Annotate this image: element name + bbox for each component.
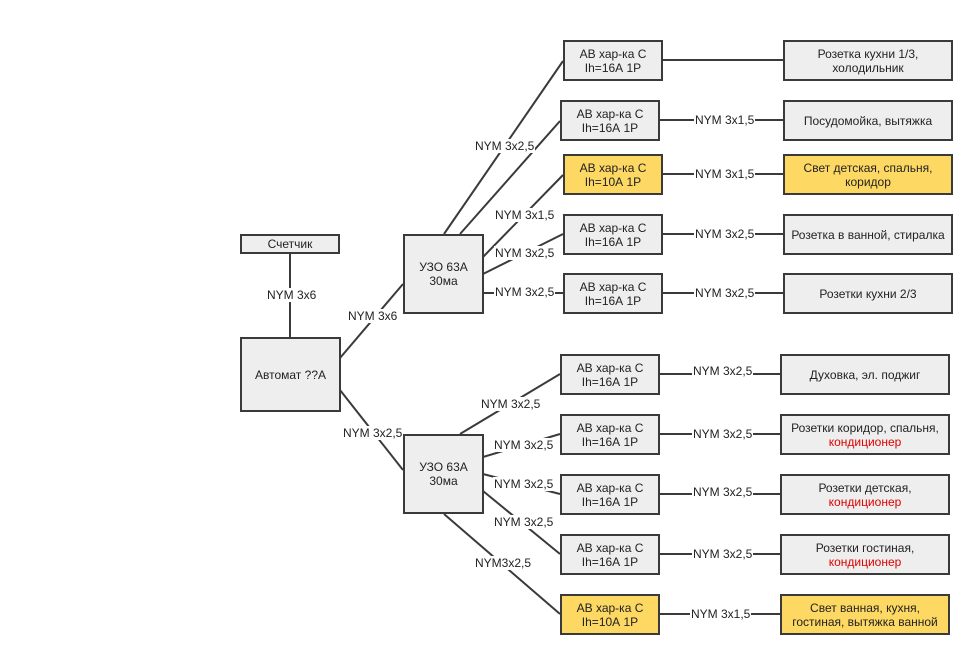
cable-label-bot-b4: NYM 3x2,5 — [493, 515, 555, 529]
breaker-bottom-3: АВ хар-ка С Ih=16А 1Р — [560, 474, 660, 515]
load-label: Розетки кухни 2/3 — [819, 286, 917, 301]
main-breaker-box: Автомат ??А — [240, 337, 341, 412]
load-label: Свет ванная, кухня, гостиная, вытяжка ва… — [792, 600, 938, 629]
cable-label-top-b3: NYM 3x1,5 — [494, 208, 556, 222]
load-label: Розетки гостиная, — [815, 540, 915, 555]
cable-label-main-rcd-top: NYM 3x6 — [347, 309, 399, 323]
breaker-label: АВ хар-ка С Ih=16А 1Р — [576, 540, 644, 569]
load-label: Розетки детская, — [818, 480, 912, 495]
load-label: Посудомойка, вытяжка — [803, 113, 933, 128]
cable-label-meter-main: NYM 3x6 — [266, 288, 318, 302]
breaker-label: АВ хар-ка С Ih=10А 1Р — [579, 160, 647, 189]
breaker-bottom-1: АВ хар-ка С Ih=16А 1Р — [560, 354, 660, 395]
load-bottom-4: Розетки гостиная,кондиционер — [780, 534, 950, 575]
cable-label: NYM 3x2,5 — [692, 485, 754, 499]
breaker-label: АВ хар-ка С Ih=16А 1Р — [576, 420, 644, 449]
load-label: Свет детская, спальня, коридор — [803, 160, 933, 189]
cable-label-bot-b3: NYM 3x2,5 — [493, 477, 555, 491]
cable-label: NYM 3x1,5 — [694, 167, 756, 181]
cable-label-bot-b1: NYM 3x2,5 — [480, 397, 542, 411]
breaker-bottom-2: АВ хар-ка С Ih=16А 1Р — [560, 414, 660, 455]
cable-label: NYM 3x1,5 — [694, 113, 756, 127]
load-label-red: кондиционер — [828, 494, 902, 509]
meter-label: Счетчик — [267, 237, 313, 251]
cable-label: NYM 3x2,5 — [692, 364, 754, 378]
cable-label: NYM 3x2,5 — [692, 547, 754, 561]
breaker-label: АВ хар-ка С Ih=16А 1Р — [576, 480, 644, 509]
breaker-label: АВ хар-ка С Ih=16А 1Р — [576, 360, 644, 389]
cable-label: NYM 3x2,5 — [694, 286, 756, 300]
cable-label-bot-b2: NYM 3x2,5 — [493, 438, 555, 452]
rcd-top-label: УЗО 63А 30ма — [419, 260, 468, 288]
breaker-top-4: АВ хар-ка С Ih=16А 1Р — [563, 214, 663, 255]
load-top-5: Розетки кухни 2/3 — [783, 273, 953, 314]
rcd-top-box: УЗО 63А 30ма — [403, 234, 484, 314]
load-bottom-2: Розетки коридор, спальня,кондиционер — [780, 414, 950, 455]
load-bottom-3: Розетки детская,кондиционер — [780, 474, 950, 515]
breaker-top-3: АВ хар-ка С Ih=10А 1Р — [563, 154, 663, 195]
load-bottom-1: Духовка, эл. поджиг — [780, 354, 950, 395]
cable-label-top-b5: NYM 3x2,5 — [494, 285, 556, 299]
rcd-bottom-label: УЗО 63А 30ма — [419, 460, 468, 488]
cable-label: NYM 3x2,5 — [694, 227, 756, 241]
breaker-label: АВ хар-ка С Ih=16А 1Р — [579, 220, 647, 249]
load-top-4: Розетка в ванной, стиралка — [783, 214, 953, 255]
load-label-red: кондиционер — [828, 554, 902, 569]
rcd-bottom-box: УЗО 63А 30ма — [403, 434, 484, 514]
breaker-label: АВ хар-ка С Ih=16А 1Р — [579, 46, 647, 75]
load-label: Розетка кухни 1/3, холодильник — [817, 46, 919, 75]
load-bottom-5: Свет ванная, кухня, гостиная, вытяжка ва… — [780, 594, 950, 635]
load-top-1: Розетка кухни 1/3, холодильник — [783, 40, 953, 81]
load-top-2: Посудомойка, вытяжка — [783, 100, 953, 141]
breaker-top-5: АВ хар-ка С Ih=16А 1Р — [563, 273, 663, 314]
cable-label: NYM 3x2,5 — [692, 427, 754, 441]
meter-box: Счетчик — [240, 234, 340, 254]
cable-label: NYM 3x1,5 — [690, 607, 752, 621]
breaker-bottom-4: АВ хар-ка С Ih=16А 1Р — [560, 534, 660, 575]
breaker-label: АВ хар-ка С Ih=10А 1Р — [576, 600, 644, 629]
load-label: Розетки коридор, спальня, — [791, 420, 939, 435]
cable-label-bot-b5: NYM3x2,5 — [474, 556, 533, 570]
cable-label-main-rcd-bottom: NYM 3x2,5 — [342, 426, 404, 440]
cable-label-top-b1b2: NYM 3x2,5 — [474, 139, 536, 153]
load-label: Духовка, эл. поджиг — [809, 367, 921, 382]
main-breaker-label: Автомат ??А — [255, 367, 326, 382]
breaker-top-1: АВ хар-ка С Ih=16А 1Р — [563, 40, 663, 81]
cable-label-top-b4: NYM 3x2,5 — [494, 246, 556, 260]
breaker-label: АВ хар-ка С Ih=16А 1Р — [576, 106, 644, 135]
breaker-label: АВ хар-ка С Ih=16А 1Р — [579, 279, 647, 308]
breaker-top-2: АВ хар-ка С Ih=16А 1Р — [560, 100, 660, 141]
load-label: Розетка в ванной, стиралка — [791, 227, 945, 242]
load-label-red: кондиционер — [828, 434, 902, 449]
load-top-3: Свет детская, спальня, коридор — [783, 154, 953, 195]
breaker-bottom-5: АВ хар-ка С Ih=10А 1Р — [560, 594, 660, 635]
